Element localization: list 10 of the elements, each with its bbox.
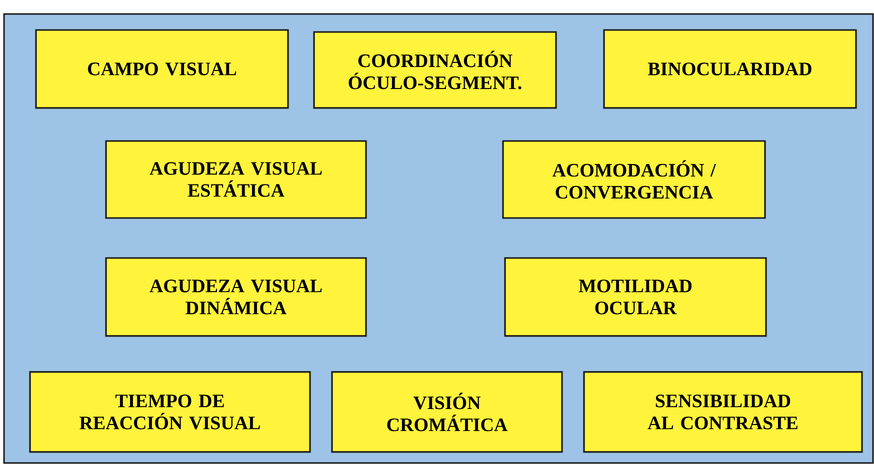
label-box: MOTILIDAD OCULAR [504, 257, 767, 337]
label-box: AGUDEZA VISUAL DINÁMICA [105, 257, 367, 337]
label-box: CAMPO VISUAL [35, 29, 289, 109]
label-box: AGUDEZA VISUAL ESTÁTICA [105, 140, 367, 219]
label-box: TIEMPO DE REACCIÓN VISUAL [29, 371, 311, 453]
label-box: SENSIBILIDAD AL CONTRASTE [583, 371, 863, 453]
label-box: ACOMODACIÓN / CONVERGENCIA [502, 140, 766, 219]
label-box: VISIÓN CROMÁTICA [331, 371, 563, 453]
label-box: COORDINACIÓN ÓCULO-SEGMENT. [313, 31, 557, 109]
label-box: BINOCULARIDAD [603, 29, 857, 109]
